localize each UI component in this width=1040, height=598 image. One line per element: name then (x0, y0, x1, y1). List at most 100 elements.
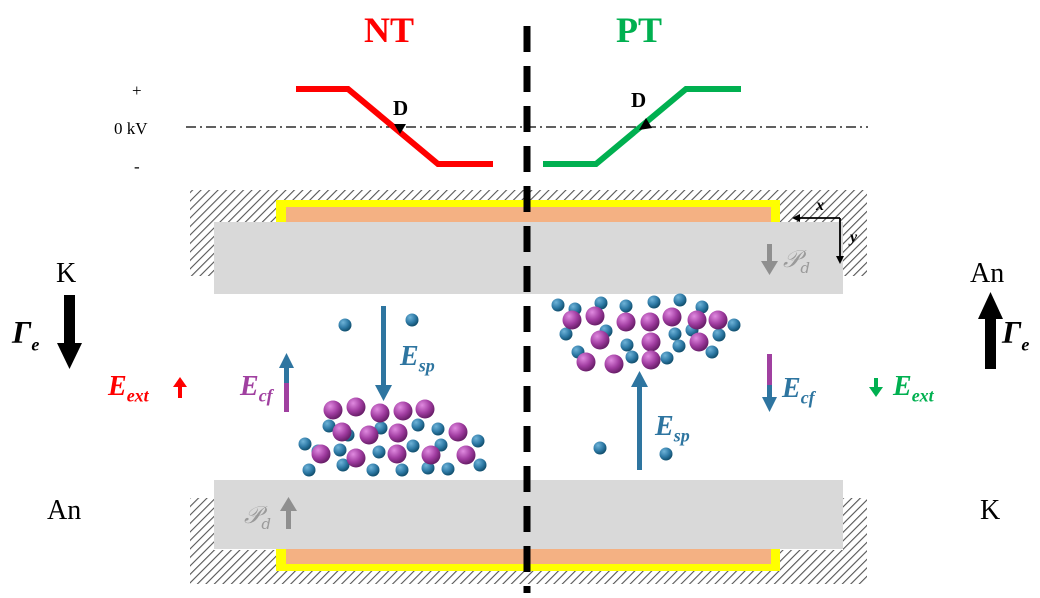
electron (619, 299, 633, 313)
negative-ion (689, 332, 709, 352)
negative-ion (448, 422, 468, 442)
axis-y-label: y (850, 229, 858, 246)
negative-ion (346, 397, 366, 417)
negative-ion (421, 445, 441, 465)
electron (374, 421, 388, 435)
negative-ion (662, 307, 682, 327)
negative-ion (323, 400, 343, 420)
electron (659, 447, 673, 461)
electron (625, 350, 639, 364)
electron (712, 328, 726, 342)
pt-point-d-label: D (631, 88, 647, 112)
label-cathode-left: K (56, 258, 77, 289)
negative-ion (687, 310, 707, 330)
electron (441, 462, 455, 476)
electron (695, 300, 709, 314)
coordinate-axes (792, 214, 844, 264)
e-cf-label-left: Ecf (240, 371, 273, 406)
electron (705, 345, 719, 359)
negative-ion (640, 312, 660, 332)
negative-ion (415, 399, 435, 419)
electron (434, 438, 448, 452)
electron (473, 458, 487, 472)
tick-zero-kv: 0 kV (114, 119, 148, 138)
particle-clouds (298, 293, 741, 477)
negative-ion (311, 444, 331, 464)
electron (405, 313, 419, 327)
tick-plus: + (132, 81, 142, 100)
nt-voltage-curve (296, 86, 493, 167)
negative-ion (585, 306, 605, 326)
electron (471, 434, 485, 448)
electron (372, 445, 386, 459)
e-sp-arrow-right (631, 371, 648, 470)
nt-point-d-label: D (393, 96, 409, 120)
negative-ion (641, 332, 661, 352)
electron (647, 295, 661, 309)
gamma-arrow-left (57, 295, 82, 369)
negative-ion (590, 330, 610, 350)
electron (727, 318, 741, 332)
electron (411, 418, 425, 432)
pd-arrow-top (761, 244, 778, 275)
electron (668, 327, 682, 341)
electron (406, 439, 420, 453)
electron (421, 461, 435, 475)
e-sp-label-left: Esp (400, 341, 435, 376)
pd-label-top: 𝒫d (783, 245, 810, 277)
pd-arrow-bottom (280, 497, 297, 529)
negative-ion (708, 310, 728, 330)
electron (431, 422, 445, 436)
negative-ion (456, 445, 476, 465)
electron (594, 296, 608, 310)
negative-ion (332, 422, 352, 442)
tick-minus: - (134, 157, 140, 176)
title-pt: PT (616, 10, 663, 50)
e-ext-label-right: Eext (893, 371, 934, 406)
negative-ion (388, 423, 408, 443)
label-anode-left: An (47, 495, 82, 526)
e-ext-arrow-left (173, 377, 187, 398)
gamma-e-label-right: Γe (1002, 314, 1030, 355)
electron (660, 351, 674, 365)
e-sp-label-right: Esp (655, 411, 690, 446)
negative-ion (576, 352, 596, 372)
electron (395, 463, 409, 477)
negative-ion (562, 310, 582, 330)
electron (298, 437, 312, 451)
electron (333, 443, 347, 457)
top-dielectric-layer (286, 207, 771, 223)
electron (673, 293, 687, 307)
gamma-arrow-right (978, 292, 1003, 369)
electron (336, 458, 350, 472)
nt-point-d-marker (394, 124, 406, 134)
negative-ion (387, 444, 407, 464)
e-cf-label-right: Ecf (782, 373, 815, 408)
e-sp-arrow-left (375, 306, 392, 401)
pt-point-d-marker (639, 118, 652, 130)
e-cf-arrow-right (762, 354, 777, 412)
negative-ion (393, 401, 413, 421)
e-cf-arrow-left (279, 353, 294, 412)
electron (366, 463, 380, 477)
negative-ion (616, 312, 636, 332)
negative-ion (370, 403, 390, 423)
axis-x-label: x (816, 197, 824, 214)
electron (322, 419, 336, 433)
e-ext-arrow-right (869, 378, 883, 397)
electron (672, 339, 686, 353)
negative-ion (641, 350, 661, 370)
label-anode-right: An (970, 258, 1005, 289)
electron (302, 463, 316, 477)
electron (559, 327, 573, 341)
pd-label-bottom: 𝒫d (244, 501, 271, 533)
title-nt: NT (364, 10, 415, 50)
electron (551, 298, 565, 312)
pt-voltage-curve (543, 86, 741, 167)
negative-ion (604, 354, 624, 374)
negative-ion (359, 425, 379, 445)
negative-ion (346, 448, 366, 468)
electron (593, 441, 607, 455)
